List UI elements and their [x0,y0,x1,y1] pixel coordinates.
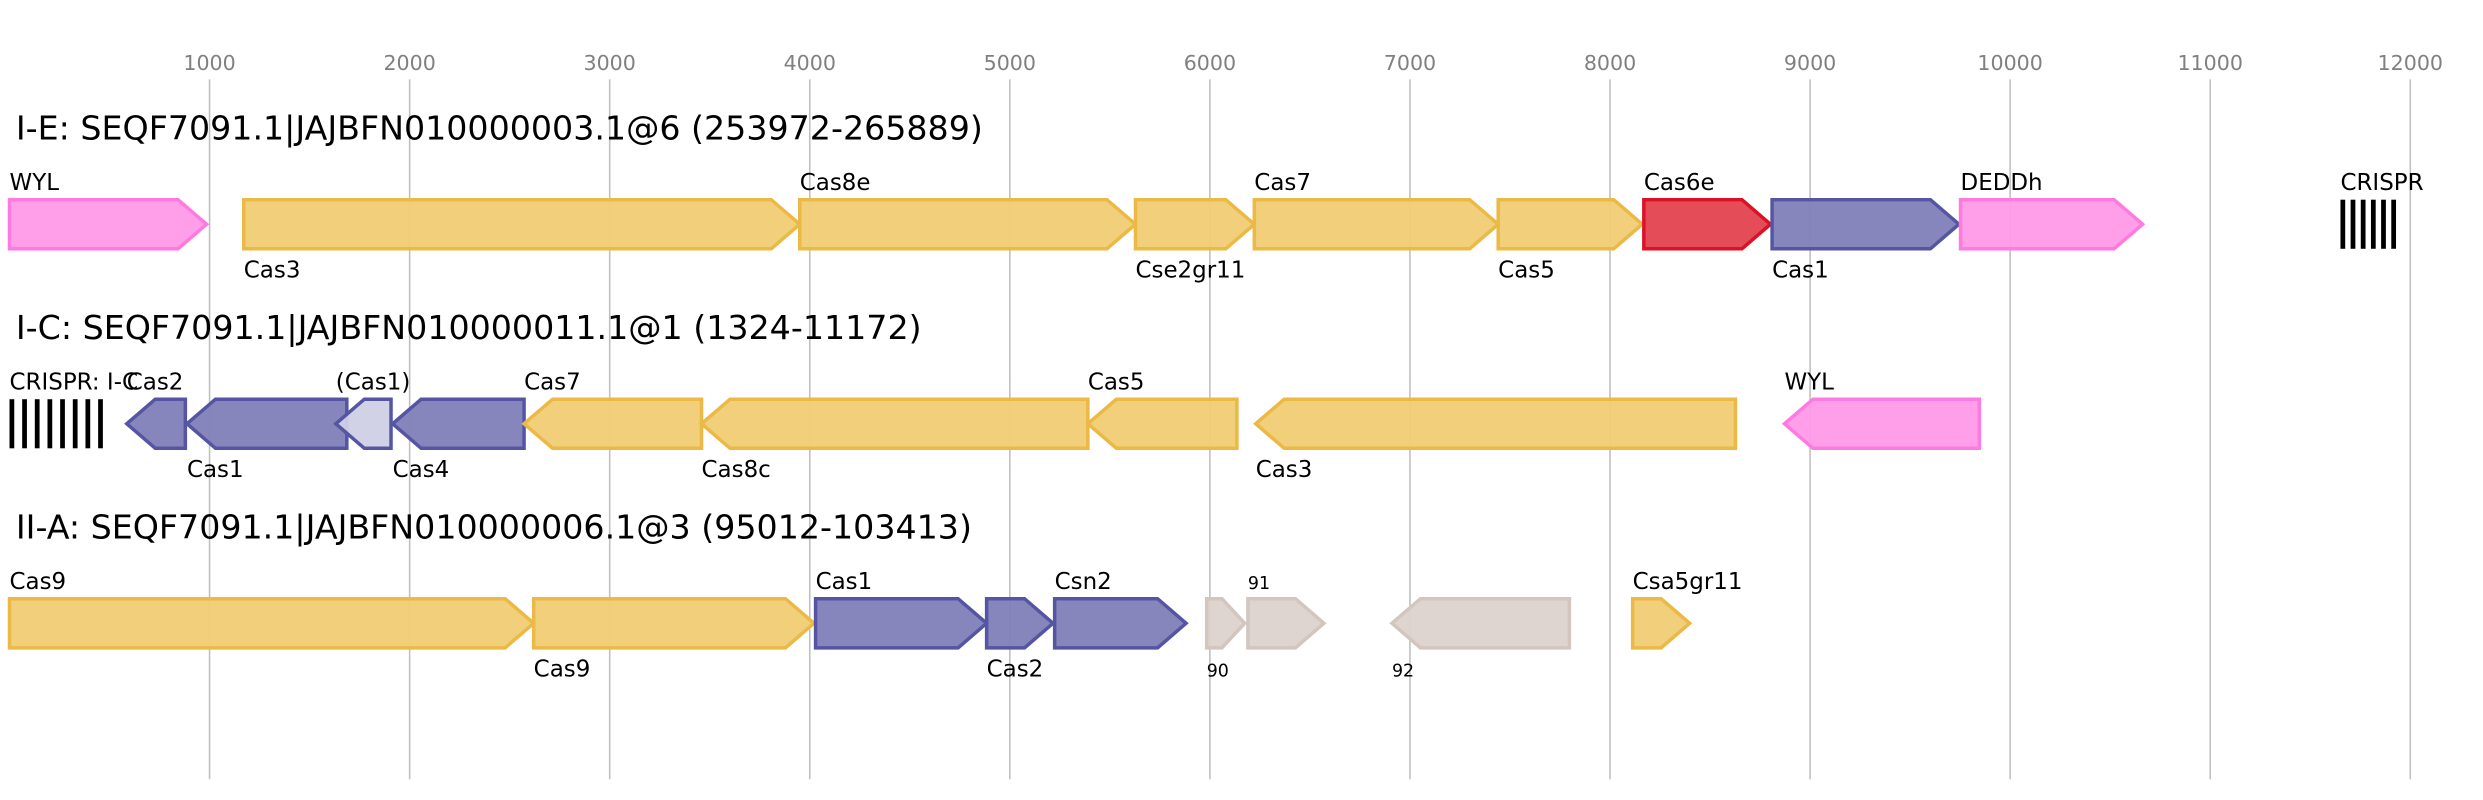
axis-tick-label: 9000 [1784,51,1836,75]
gene-label: Cas9 [10,569,67,595]
crispr-array-repeat [2391,199,2397,249]
gene-label: Cas2 [127,370,184,396]
crispr-array-repeat [47,399,53,449]
gene-arrow [124,397,188,451]
gene-label: WYL [10,170,60,196]
gene-label: Cas3 [244,257,301,283]
axis-tick-label: 1000 [183,51,235,75]
track-title: II-A: SEQF7091.1|JAJBFN010000006.1@3 (95… [16,508,972,547]
crispr-array-repeat [2360,199,2366,249]
gene-label: 92 [1392,661,1414,681]
gene-arrow [1252,197,1501,251]
gene-label: Cas6e [1644,170,1715,196]
gene-arrow [984,596,1056,650]
gene-arrow [1204,596,1248,650]
gene-arrow [1642,197,1774,251]
gene-arrow [1246,596,1327,650]
gene-label: DEDDh [1961,170,2043,196]
gene-arrow [1133,197,1257,251]
crispr-array-label: CRISPR: I-C [10,370,139,396]
gene-label: Cas8c [702,457,771,483]
gene-label: Cas5 [1498,257,1555,283]
crispr-array-label: CRISPR [2340,170,2423,196]
gene-arrow [242,197,803,251]
crispr-array-repeat [85,399,91,449]
gene-arrow [521,397,704,451]
crispr-array-repeat [9,399,15,449]
gene-arrow [798,197,1139,251]
axis-tick-label: 11000 [2177,51,2242,75]
axis-tick-label: 12000 [2378,51,2443,75]
gene-label: Cas1 [816,569,873,595]
gene-label: Csa5gr11 [1633,569,1743,595]
gene-arrow [333,397,393,451]
gene-arrow [1253,397,1738,451]
gene-label: Cas4 [393,457,450,483]
gene-arrow [1496,197,1645,251]
gene-label: Cas1 [1772,257,1829,283]
gene-label: Cas3 [1256,457,1313,483]
gene-label: WYL [1784,370,1834,396]
gene-arrow [1389,596,1572,650]
axis-tick-label: 10000 [1977,51,2042,75]
gene-label: 90 [1207,661,1229,681]
axis-tick-label: 4000 [784,51,836,75]
axis-tick-label: 2000 [383,51,435,75]
gene-label: Cse2gr11 [1135,257,1245,283]
gene-label: Cas8e [800,170,871,196]
gene-arrow [7,596,537,650]
crispr-array-repeat [2340,199,2346,249]
gene-label: Csn2 [1055,569,1112,595]
gene-arrow [1085,397,1239,451]
gene-arrow [1781,397,1982,451]
gene-label: Cas9 [534,656,591,682]
axis-tick-label: 6000 [1184,51,1236,75]
gene-arrow [7,197,210,251]
gene-label: Cas1 [187,457,244,483]
crispr-array-repeat [72,399,78,449]
crispr-array-repeat [2350,199,2356,249]
gene-label: Cas5 [1088,370,1145,396]
axis-tick-label: 5000 [984,51,1036,75]
gene-arrow [1958,197,2146,251]
gene-label: Cas7 [524,370,581,396]
crispr-array-repeat [2370,199,2376,249]
gene-arrow [813,596,990,650]
gene-label: Cas2 [987,656,1044,682]
gene-label: Cas7 [1254,170,1311,196]
crispr-array-repeat [60,399,65,449]
crispr-array-repeat [98,399,103,449]
gene-arrow [1770,197,1962,251]
gene-arrow [1630,596,1693,650]
gene-label: 91 [1248,574,1270,594]
gene-arrow [531,596,817,650]
axis-tick-label: 7000 [1384,51,1436,75]
gene-arrow [184,397,349,451]
track-title: I-E: SEQF7091.1|JAJBFN010000003.1@6 (253… [16,109,983,148]
axis-tick-label: 3000 [584,51,636,75]
crispr-array-repeat [22,399,27,449]
gene-arrow [1052,596,1189,650]
track-title: I-C: SEQF7091.1|JAJBFN010000011.1@1 (132… [16,308,922,347]
axis-tick-label: 8000 [1584,51,1636,75]
crispr-array-repeat [2381,199,2386,249]
gene-arrow [389,397,526,451]
gene-label: (Cas1) [336,370,411,396]
gene-arrow [698,397,1090,451]
crispr-array-repeat [34,399,40,449]
